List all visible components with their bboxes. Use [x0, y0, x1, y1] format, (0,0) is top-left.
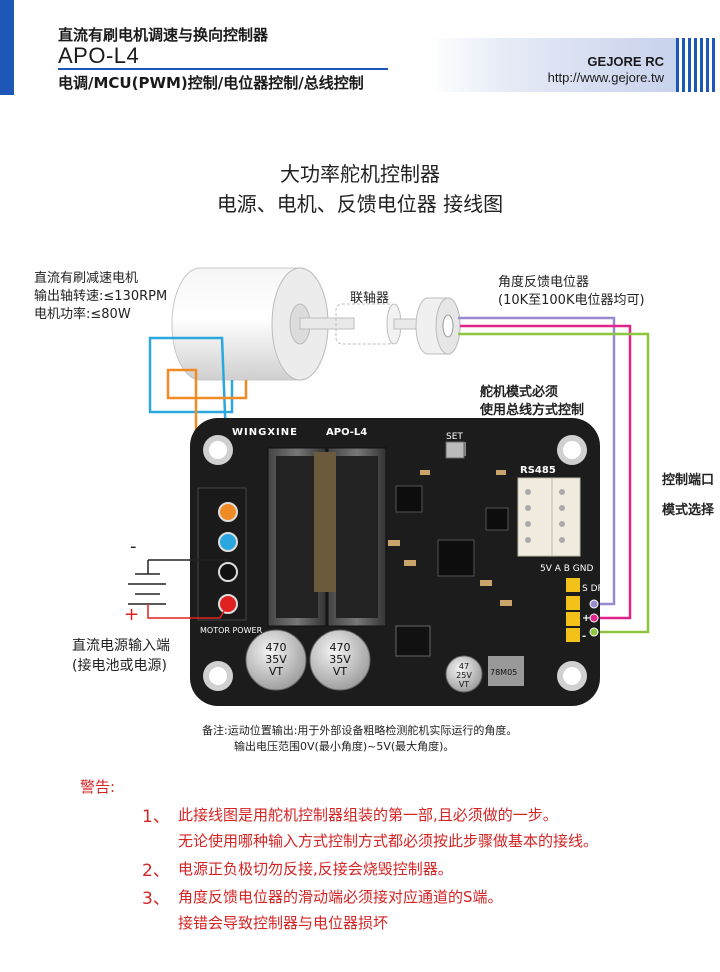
note-line-1: 备注:运动位置输出:用于外部设备粗略检测舵机实际运行的角度。	[202, 724, 518, 737]
board-model: APO-L4	[326, 427, 368, 438]
wire-blue	[148, 336, 234, 541]
power-plus-sign: +	[124, 604, 140, 625]
servo-mode-note: 舵机模式必须 使用总线方式控制	[480, 385, 585, 418]
board-minus: -	[582, 631, 587, 642]
board-terminal-label: MOTOR POWER	[200, 626, 263, 635]
warning-1-line-1: 此接线图是用舵机控制器组装的第一部,且必须做的一步。	[178, 806, 558, 824]
warning-3-number: 3、	[142, 889, 170, 909]
board-plus: +	[582, 613, 591, 624]
potentiometer-label: 角度反馈电位器 (10K至100K电位器均可)	[498, 275, 645, 308]
warning-3-line-1: 角度反馈电位器的滑动端必须接对应通道的S端。	[178, 888, 503, 906]
diagram-subtitle: 电源、电机、反馈电位器 接线图	[216, 192, 504, 216]
warning-1-line-2: 无论使用哪种输入方式控制方式都必须按此步骤做基本的接线。	[178, 832, 599, 850]
wire-magenta	[460, 324, 632, 620]
diagram-title: 大功率舵机控制器	[280, 162, 440, 186]
board-ctrl-pins: S DR	[582, 584, 604, 594]
wire-green	[458, 332, 650, 634]
warning-1-number: 1、	[142, 807, 170, 827]
board-bus-pins: 5V A B GND	[540, 564, 594, 574]
regulator-label: 78M05	[490, 668, 518, 677]
note-line-2: 输出电压范围0V(最小角度)~5V(最大角度)。	[234, 740, 455, 753]
board-brand: WINGXINE	[232, 427, 298, 438]
motor-label: 直流有刷减速电机 输出轴转速:≤130RPM 电机功率:≤80W	[34, 271, 168, 322]
potentiometer-image	[415, 297, 461, 355]
warning-heading: 警告:	[80, 778, 116, 796]
board-rs485-label: RS485	[520, 465, 556, 476]
control-port-label: 控制端口	[662, 473, 715, 488]
battery-symbol	[128, 559, 230, 619]
header-stripes	[676, 38, 716, 92]
coupler-label: 联轴器	[350, 291, 390, 306]
motor-image	[171, 267, 355, 381]
brand-url[interactable]: http://www.gejore.tw	[547, 70, 664, 85]
coupler-image	[335, 303, 425, 345]
brand-name: GEJORE RC	[587, 54, 664, 69]
power-input-label: 直流电源输入端 (接电池或电源)	[72, 638, 170, 674]
power-minus-sign: -	[130, 536, 137, 557]
warning-2-number: 2、	[142, 861, 170, 881]
header-subtitle: 电调/MCU(PWM)控制/电位器控制/总线控制	[58, 74, 364, 92]
board-set-label: SET	[446, 432, 463, 442]
warning-2-line-1: 电源正负极切勿反接,反接会烧毁控制器。	[178, 860, 453, 878]
brand-panel: GEJORE RC http://www.gejore.tw	[430, 38, 676, 92]
mode-select-label: 模式选择	[662, 503, 715, 518]
header-model: APO-L4	[58, 43, 140, 68]
wire-purple	[458, 316, 616, 606]
header-title: 直流有刷电机调速与换向控制器	[58, 26, 269, 44]
header-divider	[58, 68, 388, 70]
warning-3-line-2: 接错会导致控制器与电位器损坏	[178, 914, 389, 932]
header-accent-bar	[0, 0, 14, 95]
